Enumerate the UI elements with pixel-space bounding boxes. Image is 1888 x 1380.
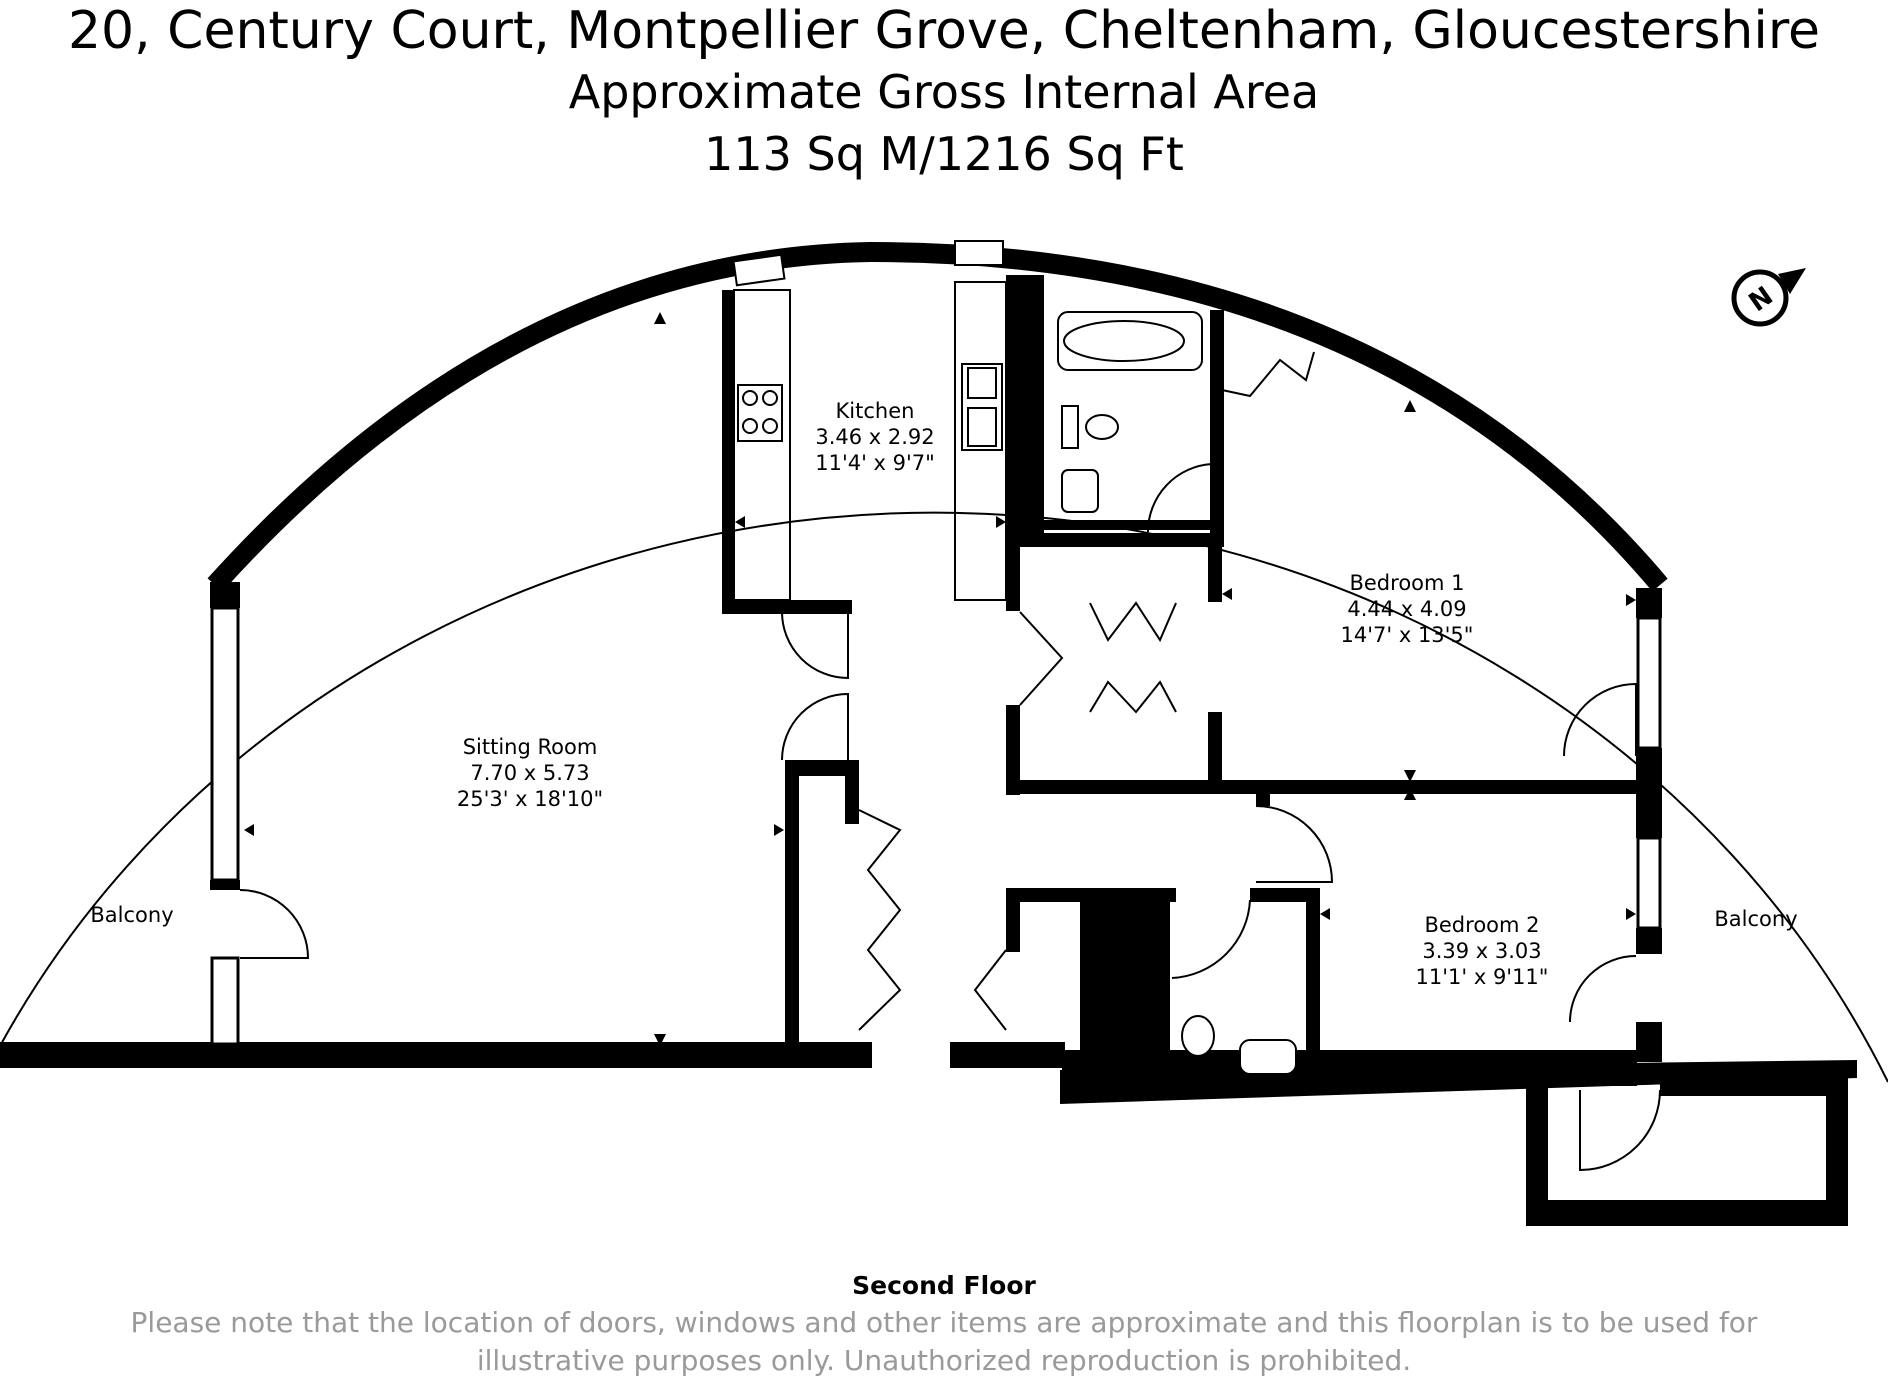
shower-icon: [1081, 899, 1169, 1015]
hob-icon: [737, 384, 783, 442]
fixtures: [733, 281, 1297, 1075]
curved-wall: [207, 241, 1668, 592]
bedroom1-imperial: 14'7' x 13'5": [1341, 623, 1474, 647]
dimension-arrows: [244, 312, 1636, 1078]
window: [732, 253, 786, 287]
floor-name: Second Floor: [852, 1271, 1036, 1300]
sitting-name: Sitting Room: [463, 735, 598, 759]
bath-icon: [1057, 311, 1203, 371]
kitchen-imperial: 11'4' x 9'7": [815, 451, 935, 475]
address-title: 20, Century Court, Montpellier Grove, Ch…: [67, 1, 1821, 61]
toilet-2-icon: [1181, 1015, 1215, 1057]
balcony-right-label: Balcony: [1714, 907, 1797, 931]
north-compass-icon: N: [1731, 268, 1806, 327]
door-swings: [239, 351, 1661, 1172]
bedroom1-metric: 4.44 x 4.09: [1347, 597, 1466, 621]
outer-walls: [0, 240, 1888, 1226]
kitchen-counter-right: [954, 281, 1007, 601]
bedroom2-imperial: 11'1' x 9'11": [1416, 965, 1549, 989]
sink-icon: [961, 363, 1003, 451]
area-title: Approximate Gross Internal Area: [568, 65, 1320, 119]
kitchen-name: Kitchen: [836, 399, 915, 423]
bedroom2-metric: 3.39 x 3.03: [1422, 939, 1541, 963]
sitting-metric: 7.70 x 5.73: [470, 761, 589, 785]
window: [954, 240, 1004, 266]
area-value: 113 Sq M/1216 Sq Ft: [704, 127, 1184, 181]
kitchen-counter-left: [733, 289, 791, 601]
balcony-arc: [0, 511, 1888, 1083]
bedroom2-name: Bedroom 2: [1424, 913, 1539, 937]
basin-2-icon: [1239, 1039, 1297, 1075]
disclaimer: Please note that the location of doors, …: [130, 1306, 1758, 1377]
sitting-imperial: 25'3' x 18'10": [457, 787, 603, 811]
basin-icon: [1061, 469, 1099, 513]
toilet-icon: [1085, 414, 1119, 440]
balcony-left-label: Balcony: [90, 903, 173, 927]
interior-walls: [722, 275, 1636, 1078]
kitchen-metric: 3.46 x 2.92: [815, 425, 934, 449]
bedroom1-name: Bedroom 1: [1349, 571, 1464, 595]
